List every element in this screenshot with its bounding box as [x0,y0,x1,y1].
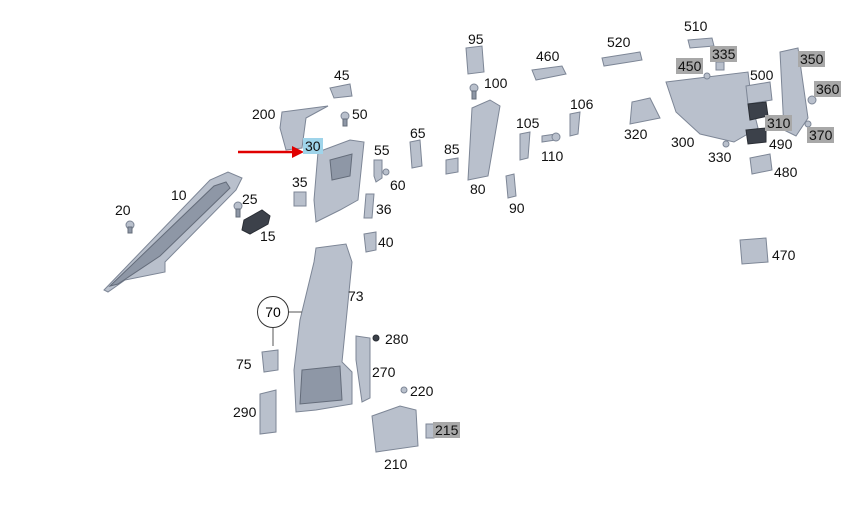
callout-520[interactable]: 520 [607,34,631,50]
callout-310[interactable]: 310 [765,115,793,131]
part-215-clip[interactable] [425,423,435,439]
callout-15[interactable]: 15 [260,228,276,244]
part-450-clip[interactable] [703,72,711,80]
part-25-screw[interactable] [233,201,243,218]
part-490-dark-cover[interactable] [745,127,767,145]
part-460-cap[interactable] [531,65,567,81]
callout-95[interactable]: 95 [468,31,484,47]
part-106-clip[interactable] [569,111,581,137]
part-335-clip[interactable] [715,61,725,71]
part-360-clip[interactable] [807,95,817,105]
leader-lines [272,311,302,346]
callout-270[interactable]: 270 [372,364,396,380]
callout-85[interactable]: 85 [444,141,460,157]
callout-210[interactable]: 210 [384,456,408,472]
part-520-cap[interactable] [601,51,643,67]
callout-80[interactable]: 80 [470,181,486,197]
callout-300[interactable]: 300 [671,134,695,150]
callout-30-selected[interactable]: 30 [303,138,323,154]
part-80-c-pillar-trim[interactable] [467,99,501,181]
callout-50[interactable]: 50 [352,106,368,122]
part-210-cover[interactable] [371,405,419,453]
callout-280[interactable]: 280 [385,331,409,347]
part-45-clip[interactable] [329,83,353,99]
callout-330[interactable]: 330 [708,149,732,165]
part-500-cover[interactable] [745,81,773,105]
part-105-bracket[interactable] [519,131,531,161]
part-220-clip[interactable] [400,386,408,394]
callout-490[interactable]: 490 [769,136,793,152]
callout-105[interactable]: 105 [516,115,540,131]
callout-75[interactable]: 75 [236,356,252,372]
group-marker-70[interactable]: 70 [257,296,289,328]
part-270-cover[interactable] [355,335,371,403]
part-470-cap[interactable] [739,237,769,265]
callout-65[interactable]: 65 [410,125,426,141]
callout-350[interactable]: 350 [798,51,826,67]
callout-90[interactable]: 90 [509,200,525,216]
part-60-clip[interactable] [382,168,390,176]
callout-370[interactable]: 370 [807,127,835,143]
callout-35[interactable]: 35 [292,174,308,190]
callout-480[interactable]: 480 [774,164,798,180]
callout-55[interactable]: 55 [374,142,390,158]
part-480-cap[interactable] [749,153,773,175]
part-280-screw[interactable] [372,334,380,342]
part-200-bracket[interactable] [279,105,329,151]
callout-470[interactable]: 470 [772,247,796,263]
callout-360[interactable]: 360 [814,81,842,97]
callout-215[interactable]: 215 [433,422,461,438]
callout-110[interactable]: 110 [541,148,564,164]
part-50-screw[interactable] [340,111,350,127]
callout-106[interactable]: 106 [570,96,594,112]
callout-460[interactable]: 460 [536,48,560,64]
callout-290[interactable]: 290 [233,404,257,420]
callout-10[interactable]: 10 [171,187,187,203]
part-30-b-pillar-upper-trim[interactable] [313,139,365,223]
callout-100[interactable]: 100 [484,75,508,91]
callout-220[interactable]: 220 [410,383,434,399]
callout-200[interactable]: 200 [252,106,276,122]
part-73-b-pillar-lower-trim[interactable] [293,243,353,413]
part-55-bracket[interactable] [373,159,383,183]
part-35-clip[interactable] [293,191,307,207]
part-95-bracket[interactable] [465,45,485,75]
part-36-clip[interactable] [363,193,375,219]
callout-335[interactable]: 335 [710,46,738,62]
part-290-cap[interactable] [259,389,277,435]
callout-36[interactable]: 36 [376,201,392,217]
part-40-clip[interactable] [363,231,377,253]
part-90-clip[interactable] [505,173,517,199]
part-20-clip[interactable] [125,220,135,234]
pointer-arrow [238,146,304,158]
callout-73[interactable]: 73 [348,288,364,304]
callout-45[interactable]: 45 [334,67,350,83]
part-320-bracket[interactable] [629,97,661,125]
callout-40[interactable]: 40 [378,234,394,250]
callout-450[interactable]: 450 [676,58,704,74]
part-300-trim-panel[interactable] [665,71,759,143]
part-10-a-pillar-trim[interactable] [103,171,243,293]
callout-510[interactable]: 510 [684,18,708,34]
part-65-clip[interactable] [409,139,423,169]
part-15-grille[interactable] [241,209,271,235]
callout-320[interactable]: 320 [624,126,648,142]
part-100-screw[interactable] [469,83,479,100]
part-110-screw[interactable] [541,132,561,143]
callout-500[interactable]: 500 [750,67,774,83]
part-75-clip[interactable] [261,349,279,373]
callout-25[interactable]: 25 [242,191,258,207]
callout-20[interactable]: 20 [115,202,131,218]
callout-60[interactable]: 60 [390,177,406,193]
part-85-clip[interactable] [445,157,459,175]
part-330-screw[interactable] [722,140,730,148]
